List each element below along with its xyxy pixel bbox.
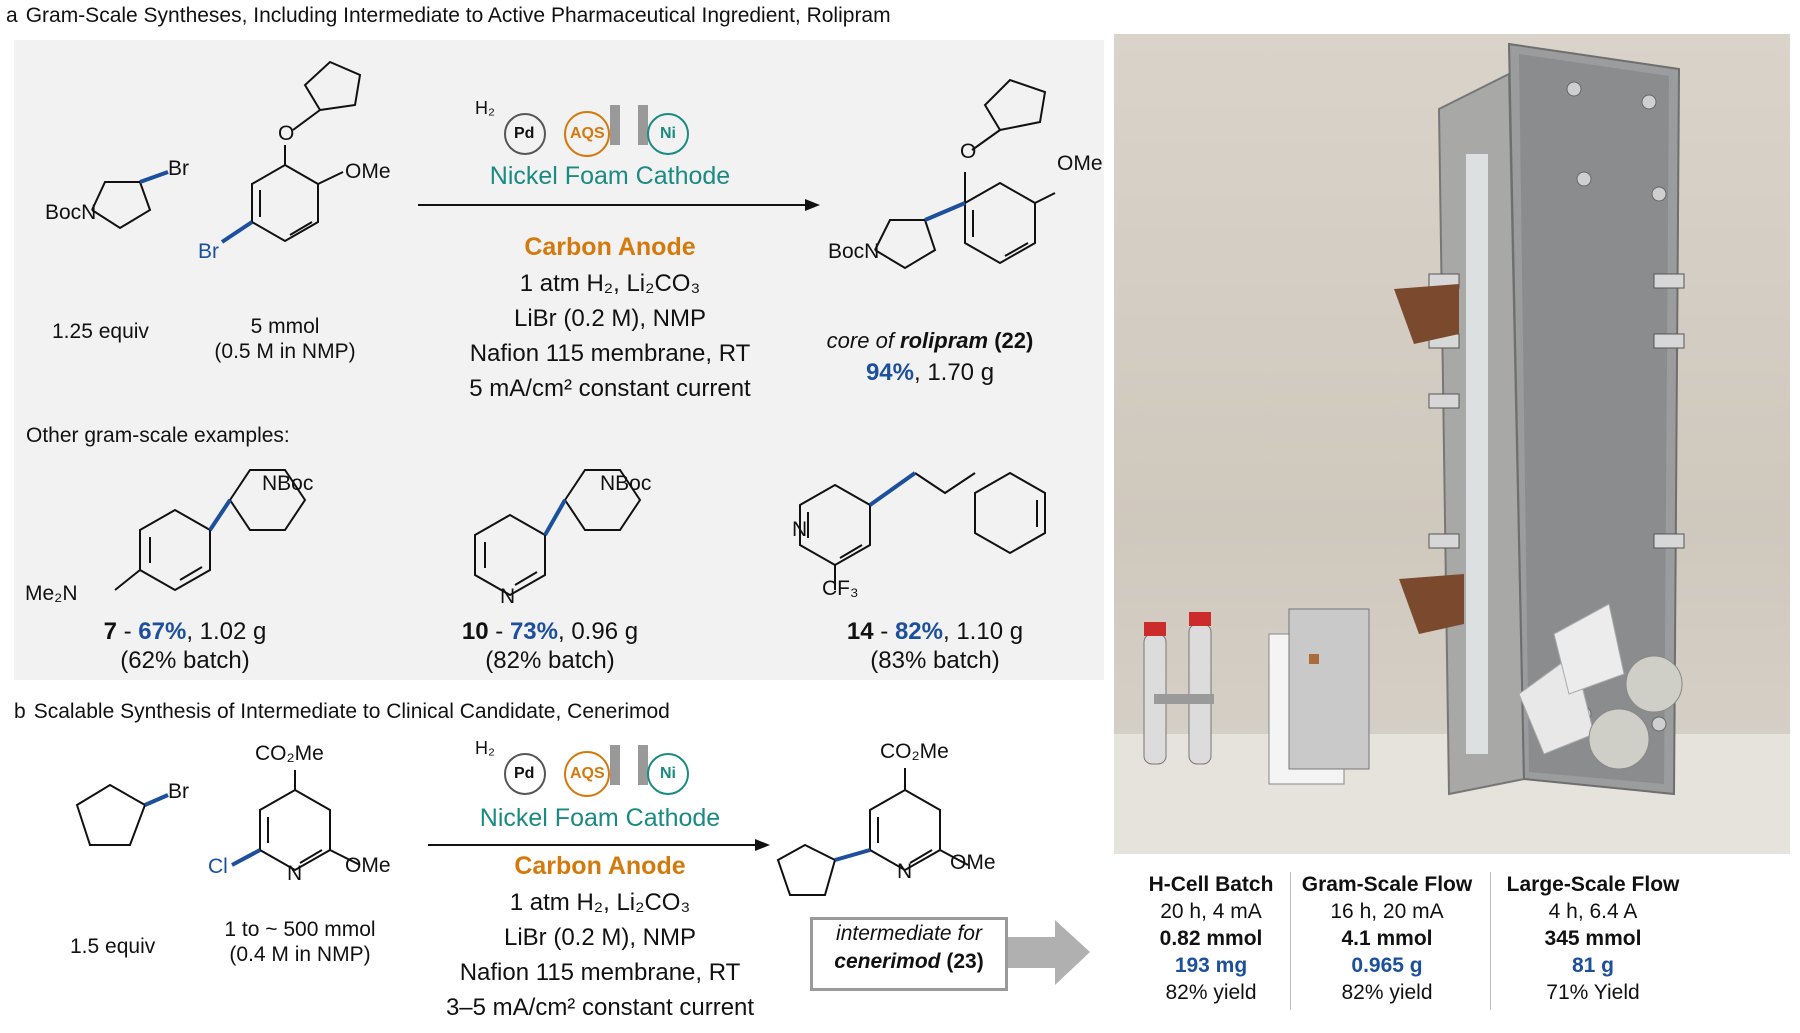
- conditions-a-line3: Nafion 115 membrane, RT: [469, 340, 751, 367]
- product-b-ome: OMe: [950, 851, 996, 874]
- reactant-b2-co2me: CO₂Me: [255, 742, 324, 765]
- conditions-b-line1: 1 atm H₂, Li₂CO₃: [509, 889, 691, 916]
- catalysis-a-aqs: AQS: [570, 125, 605, 142]
- product-a-boc-label: BocN: [828, 240, 880, 263]
- product-b-co2me: CO₂Me: [880, 740, 949, 763]
- example-14-n: N: [792, 518, 808, 541]
- example-7-batch: (62% batch): [120, 647, 250, 674]
- reactant1-boc-label: BocN: [45, 201, 97, 224]
- conditions-b: 1 atm H₂, Li₂CO₃ LiBr (0.2 M), NMP Nafio…: [410, 885, 790, 1025]
- cenerimod-intermediate-structure: [776, 768, 969, 896]
- conditions-b-line2: LiBr (0.2 M), NMP: [503, 924, 697, 951]
- reactant2-amount: 5 mmol: [250, 315, 320, 338]
- reactant2-conc: (0.5 M in NMP): [214, 340, 356, 363]
- aryl-bromide-structure: [251, 60, 362, 243]
- reactant-b2-ome: OMe: [345, 854, 391, 877]
- catalysis-b-h2: H₂: [475, 738, 495, 758]
- catalysis-b-aqs: AQS: [570, 765, 605, 782]
- product-a-yield: 94%, 1.70 g: [865, 359, 995, 386]
- reactor-h-cell: H-Cell Batch 20 h, 4 mA 0.82 mmol 193 mg…: [1148, 873, 1274, 1004]
- reactors-photo-drawing: [1114, 42, 1790, 854]
- conditions-a-line1: 1 atm H₂, Li₂CO₃: [519, 270, 701, 297]
- example-10-structure: [474, 469, 642, 597]
- reactor-divider-2: [1490, 872, 1491, 1010]
- example-10-batch: (82% batch): [485, 647, 615, 674]
- example-10-nboc: NBoc: [600, 472, 652, 495]
- example-14-batch: (83% batch): [870, 647, 1000, 674]
- catalysis-a-pd: Pd: [514, 125, 535, 142]
- anode-label-b: Carbon Anode: [514, 852, 686, 880]
- reactant-b1-equiv: 1.5 equiv: [70, 935, 156, 958]
- rolipram-core-structure: [874, 78, 1056, 270]
- catalysis-scheme-b: [504, 745, 689, 797]
- example-7-yield: 7 - 67%, 1.02 g: [103, 618, 267, 645]
- conditions-a-line4: 5 mA/cm² constant current: [469, 375, 751, 402]
- example-10-yield: 10 - 73%, 0.96 g: [461, 618, 639, 645]
- chloropyridine-structure: [259, 770, 361, 872]
- product-b-n: N: [897, 860, 913, 883]
- reactant2-ome-label: OMe: [345, 160, 391, 183]
- example-7-nme2: Me₂N: [25, 582, 78, 605]
- catalysis-a-ni: Ni: [660, 125, 676, 142]
- cathode-label-a: Nickel Foam Cathode: [489, 162, 731, 190]
- reactant-b2-cl: Cl: [208, 855, 228, 878]
- example-14-cf3: CF₃: [822, 577, 859, 600]
- catalysis-b-ni: Ni: [660, 765, 676, 782]
- boc-bromopyrrolidine-structure: [91, 181, 152, 230]
- reactant-b1-br: Br: [168, 780, 189, 803]
- catalysis-b-pd: Pd: [514, 765, 535, 782]
- reactant2-br-label: Br: [198, 240, 219, 263]
- product-a-o-label: O: [960, 140, 977, 163]
- product-a-ome-label: OMe: [1057, 152, 1103, 175]
- conditions-b-line4: 3–5 mA/cm² constant current: [445, 994, 755, 1021]
- anode-label-a: Carbon Anode: [524, 233, 696, 261]
- example-7-nboc: NBoc: [262, 472, 314, 495]
- intermediate-box: intermediate for cenerimod (23): [810, 917, 1008, 991]
- example-14-structure: [799, 471, 1046, 590]
- reactant1-br-label: Br: [168, 157, 189, 180]
- conditions-a: 1 atm H₂, Li₂CO₃ LiBr (0.2 M), NMP Nafio…: [420, 266, 800, 406]
- bromocyclopentane-structure: [75, 783, 147, 846]
- reactant2-o-label: O: [278, 122, 295, 145]
- panel-a-background: [14, 40, 1104, 680]
- reactor-gram-scale: Gram-Scale Flow 16 h, 20 mA 4.1 mmol 0.9…: [1301, 873, 1473, 1004]
- reactors-photo: [1114, 34, 1790, 854]
- reactant-b2-amount: 1 to ~ 500 mmol: [224, 918, 376, 941]
- catalysis-a-h2: H₂: [475, 98, 495, 118]
- example-7-structure: [114, 469, 307, 592]
- reactant-b2-conc: (0.4 M in NMP): [229, 943, 371, 966]
- reactor-large-scale: Large-Scale Flow 4 h, 6.4 A 345 mmol 81 …: [1506, 873, 1680, 1004]
- reactant-b2-n: N: [287, 862, 303, 885]
- catalysis-scheme-a: [504, 105, 689, 157]
- example-14-yield: 14 - 82%, 1.10 g: [846, 618, 1024, 645]
- conditions-b-line3: Nafion 115 membrane, RT: [459, 959, 741, 986]
- other-examples-heading: Other gram-scale examples:: [26, 424, 290, 447]
- reactor-divider-1: [1290, 872, 1291, 1010]
- conditions-a-line2: LiBr (0.2 M), NMP: [513, 305, 707, 332]
- example-10-n: N: [500, 585, 516, 608]
- product-a-name: core of rolipram (22): [826, 328, 1034, 353]
- reactant1-equiv: 1.25 equiv: [52, 320, 149, 343]
- cathode-label-b: Nickel Foam Cathode: [479, 804, 721, 832]
